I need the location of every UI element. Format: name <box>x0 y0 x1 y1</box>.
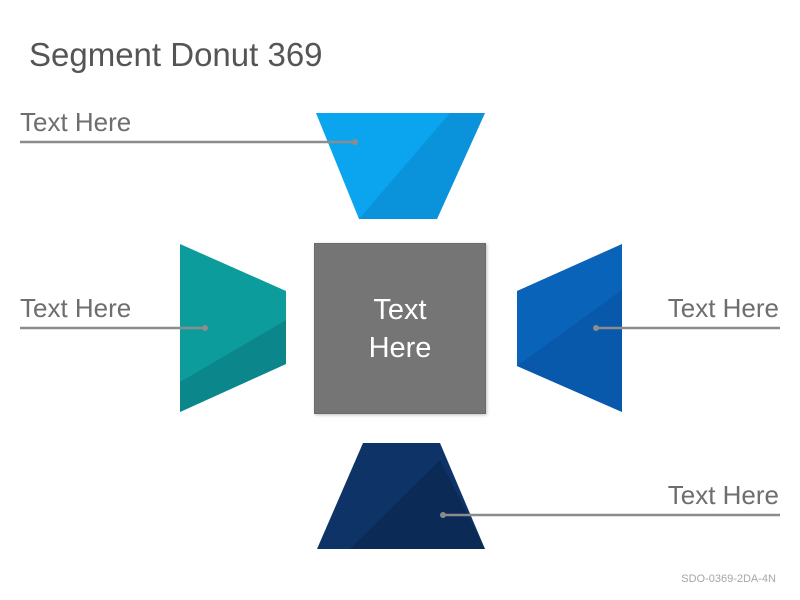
label-left: Text Here <box>20 293 132 323</box>
label-bottom: Text Here <box>667 480 779 510</box>
page-title: Segment Donut 369 <box>29 36 323 73</box>
label-top: Text Here <box>20 107 132 137</box>
connector-left <box>20 325 208 331</box>
segment-top <box>316 113 485 219</box>
connector-bottom-right <box>440 512 780 518</box>
connector-right <box>593 325 780 331</box>
center-box: Text Here <box>314 243 486 414</box>
center-text: Text Here <box>368 293 432 364</box>
segment-right <box>517 244 622 412</box>
label-right: Text Here <box>667 293 779 323</box>
footer-code: SDO-0369-2DA-4N <box>681 573 776 585</box>
segment-bottom <box>317 443 485 549</box>
connector-top-left <box>20 139 358 145</box>
segment-left <box>180 244 286 412</box>
